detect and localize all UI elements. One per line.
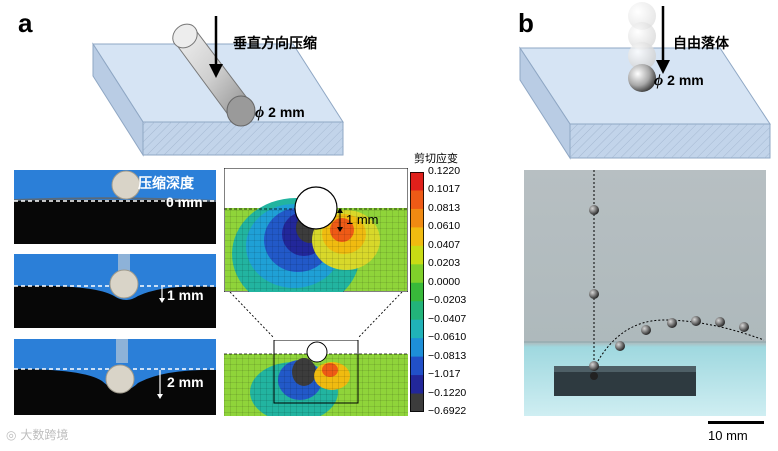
compression-photo-2mm: 2 mm [14,339,216,415]
diameter-value-b: 2 mm [667,72,704,88]
colorbar-swatch [410,227,424,247]
diameter-symbol: ϕ [255,104,265,121]
colorbar-swatch [410,245,424,265]
panel-b-slab-diagram [519,2,771,160]
free-fall-label: 自由落体 [673,36,729,52]
sim-depth-label: 1 mm [346,212,379,227]
zoom-connector [229,292,403,339]
compression-photo-0mm: 压缩深度 0 mm [14,170,216,244]
colorbar-swatch [410,190,424,210]
colorbar-tick-label: −0.0407 [428,312,467,325]
colorbar-tick-label: −1.017 [428,368,461,381]
colorbar-swatch [410,208,424,228]
colorbar-tick-label: 0.1017 [428,183,461,196]
depth-label-1mm: 1 mm [167,287,204,303]
panel-a-letter: a [18,8,33,38]
colorbar-tick-label: 0.1220 [428,165,461,177]
colorbar-tick-label: −0.1220 [428,386,467,399]
diameter-value: 2 mm [268,104,305,120]
compression-photo-1mm: 1 mm [14,254,216,328]
diameter-symbol-b: ϕ [654,72,664,89]
fem-simulation-zoom [224,340,408,416]
bounce-trajectory-photo [524,170,766,416]
colorbar-swatch [410,338,424,358]
fem-simulation-full [224,168,408,292]
colorbar-swatch [410,264,424,284]
scale-bar-label: 10 mm [708,428,748,443]
depth-label-2mm: 2 mm [167,374,204,390]
colorbar [410,172,424,412]
colorbar-swatch [410,282,424,302]
colorbar-tick-label: −0.0610 [428,331,467,344]
panel-a-diameter-label: ϕ 2 mm [255,104,305,122]
colorbar-tick-label: 0.0203 [428,257,461,270]
colorbar-swatch [410,375,424,395]
colorbar-tick-label: 0.0813 [428,201,461,214]
compression-direction-label: 垂直方向压缩 [233,36,317,52]
panel-b-letter: b [518,8,534,38]
colorbar-title: 剪切应变 [414,152,458,165]
colorbar-tick-label: −0.0813 [428,349,467,362]
colorbar-swatch [410,393,424,412]
depth-label-0mm: 0 mm [166,194,203,210]
scale-bar [708,421,764,424]
panel-b-diameter-label: ϕ 2 mm [654,72,704,90]
colorbar-swatch [410,319,424,339]
colorbar-tick-label: −0.6922 [428,405,467,417]
watermark-text: 大数跨境 [20,428,69,442]
watermark-icon: ◎ [6,428,17,442]
panel-a-slab-diagram [92,16,344,157]
colorbar-tick-label: 0.0610 [428,220,461,233]
colorbar-tick-label: 0.0407 [428,238,461,251]
colorbar-tick-label: −0.0203 [428,294,467,307]
colorbar-swatch [410,356,424,376]
watermark: ◎ 大数跨境 [6,426,68,443]
colorbar-tick-label: 0.0000 [428,275,461,288]
photo-header-label: 压缩深度 [138,175,194,191]
colorbar-swatch [410,301,424,321]
colorbar-swatch [410,172,424,191]
